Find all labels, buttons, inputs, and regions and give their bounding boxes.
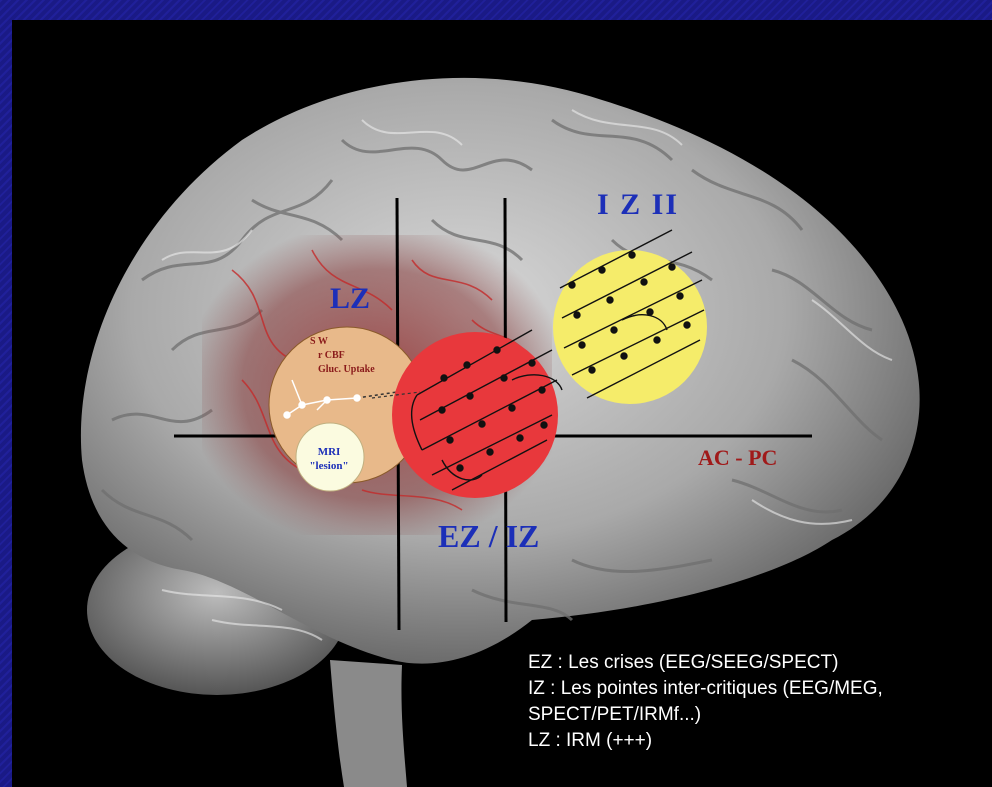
legend: EZ : Les crises (EEG/SEEG/SPECT) IZ : Le… bbox=[528, 650, 988, 754]
gluc-uptake-label: Gluc. Uptake bbox=[318, 364, 375, 375]
mri-lesion-label: MRI "lesion" bbox=[299, 445, 359, 473]
mri-label-line1: MRI bbox=[299, 445, 359, 459]
ez-iz-label: EZ / IZ bbox=[438, 518, 539, 555]
legend-line-iz-cont: SPECT/PET/IRMf...) bbox=[528, 702, 988, 728]
acpc-label: AC - PC bbox=[698, 445, 777, 471]
sw-label: S W bbox=[310, 336, 328, 347]
legend-line-ez: EZ : Les crises (EEG/SEEG/SPECT) bbox=[528, 650, 988, 676]
lz-label: LZ bbox=[330, 282, 370, 316]
brain-stem bbox=[330, 660, 407, 787]
izii-label: I Z II bbox=[597, 188, 679, 222]
rcbf-label: r CBF bbox=[318, 350, 345, 361]
slide: LZ I Z II EZ / IZ AC - PC S W r CBF Gluc… bbox=[12, 20, 992, 787]
legend-line-lz: LZ : IRM (+++) bbox=[528, 728, 988, 754]
mri-label-line2: "lesion" bbox=[299, 459, 359, 473]
legend-line-iz: IZ : Les pointes inter-critiques (EEG/ME… bbox=[528, 676, 988, 702]
ez-circle bbox=[392, 332, 558, 498]
